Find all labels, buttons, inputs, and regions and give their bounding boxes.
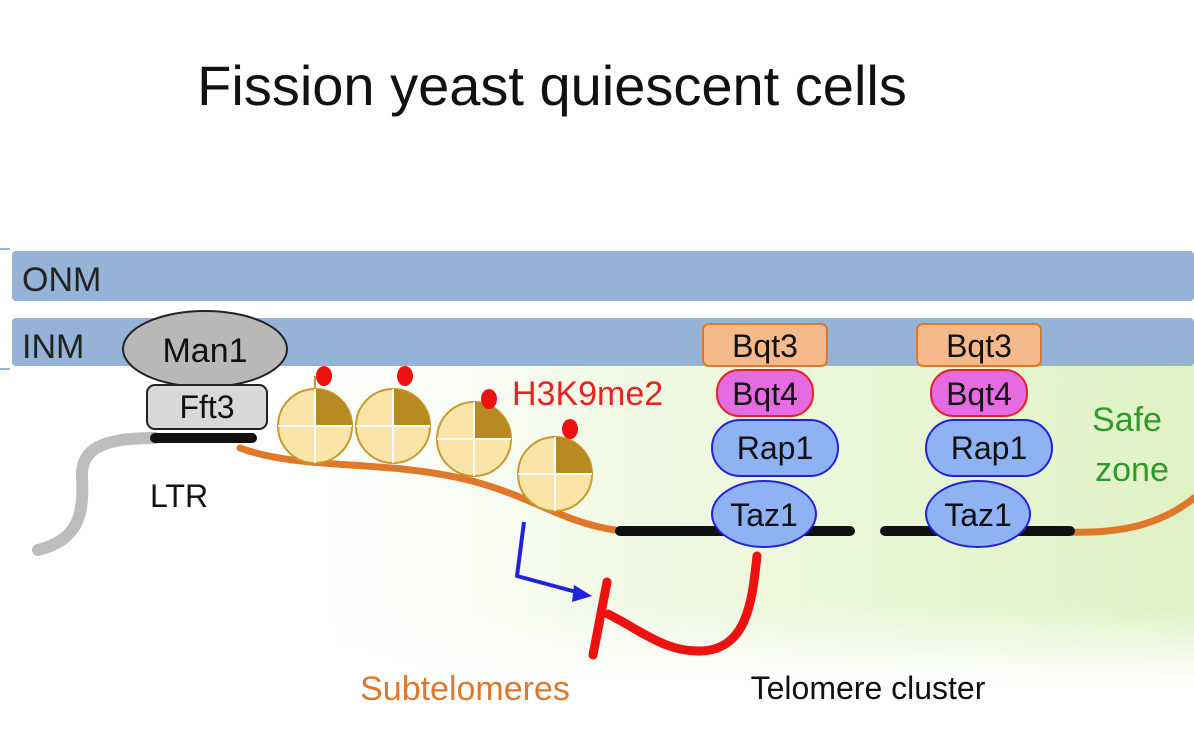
methyl-mark <box>481 389 497 409</box>
bqt3-protein <box>702 323 828 367</box>
rap1-protein <box>711 419 839 477</box>
nucleosome <box>517 419 593 512</box>
bqt3-protein <box>916 323 1042 367</box>
subtelomeres-label: Subtelomeres <box>360 670 570 708</box>
bqt4-label: Bqt4 <box>732 376 798 412</box>
bqt4-label: Bqt4 <box>946 376 1012 412</box>
ltr-label: LTR <box>150 478 208 514</box>
bqt3-label: Bqt3 <box>732 328 798 364</box>
fft3-label: Fft3 <box>179 389 234 425</box>
taz1-label: Taz1 <box>944 497 1012 533</box>
safe-zone-label-line2: zone <box>1095 451 1169 489</box>
fft3-protein <box>146 384 268 430</box>
telomere-complex-2: Bqt3 Bqt4 Rap1 Taz1 <box>916 323 1053 548</box>
inhibition-line <box>603 551 762 656</box>
inm-label: INM <box>22 328 84 366</box>
rap1-label: Rap1 <box>951 430 1028 466</box>
bqt4-protein <box>930 369 1028 417</box>
diagram-title: Fission yeast quiescent cells <box>197 54 907 117</box>
rap1-label: Rap1 <box>737 430 814 466</box>
chromatin-end <box>1061 494 1194 536</box>
methyl-mark <box>397 366 413 386</box>
inhibition-bar <box>588 577 612 660</box>
inner-nuclear-membrane <box>12 318 1194 366</box>
rap1-protein <box>925 419 1053 477</box>
safe-zone-label-line1: Safe <box>1092 401 1162 439</box>
methyl-mark <box>562 419 578 439</box>
nucleosome <box>436 389 512 477</box>
arrow-head <box>572 585 592 602</box>
telomere-complex-1: Bqt3 Bqt4 Rap1 Taz1 <box>702 323 839 548</box>
taz1-protein <box>925 480 1031 548</box>
onm-label: ONM <box>22 261 101 299</box>
activation-arrow <box>515 521 581 595</box>
nucleosome <box>277 366 353 464</box>
taz1-protein <box>711 480 817 548</box>
subtelomeric-chromatin <box>236 444 619 534</box>
nucleosome <box>355 366 431 464</box>
h3k9me2-label: H3K9me2 <box>512 375 663 413</box>
man1-label: Man1 <box>162 332 247 370</box>
methyl-mark <box>316 366 332 386</box>
outer-nuclear-membrane <box>12 251 1194 301</box>
taz1-label: Taz1 <box>730 497 798 533</box>
ltr-dna-strand <box>32 432 161 556</box>
telomere-cluster-label: Telomere cluster <box>751 670 986 706</box>
bqt3-label: Bqt3 <box>946 328 1012 364</box>
bqt4-protein <box>716 369 814 417</box>
